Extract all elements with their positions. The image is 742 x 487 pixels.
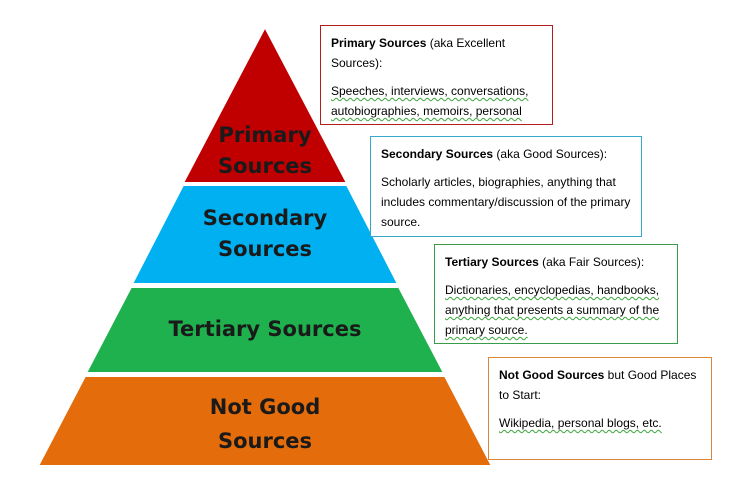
tertiary-label: Tertiary Sources [169,317,362,341]
primary-box-qualifier: (aka Excellent Sources): [331,36,506,70]
secondary-box-heading: Secondary Sources (aka Good Sources): [381,144,631,164]
notgood-box-body: Wikipedia, personal blogs, etc. [499,416,662,430]
secondary-label-line-1: Secondary [203,206,328,230]
notgood-box-heading: Not Good Sources but Good Places to Star… [499,365,701,405]
tertiary-sources-box: Tertiary Sources (aka Fair Sources): Dic… [434,244,678,344]
primary-label-line-1: Primary [218,123,311,147]
secondary-box-body: Scholarly articles, biographies, anythin… [381,175,631,229]
notgood-label-line-2: Sources [218,429,312,453]
tertiary-box-body: Dictionaries, encyclopedias, handbooks, … [445,283,660,337]
not-good-sources-box: Not Good Sources but Good Places to Star… [488,357,712,460]
primary-box-title: Primary Sources [331,36,427,50]
secondary-box-title: Secondary Sources [381,147,494,161]
notgood-label-line-1: Not Good [210,395,320,419]
tertiary-box-title: Tertiary Sources [445,255,539,269]
secondary-label-line-2: Sources [218,237,312,261]
primary-sources-box: Primary Sources (aka Excellent Sources):… [320,25,553,125]
pyramid-tier-primary [181,24,349,184]
pyramid-tier-secondary [130,184,400,285]
pyramid-tier-notgood [36,375,494,467]
secondary-sources-box: Secondary Sources (aka Good Sources): Sc… [370,136,642,237]
tertiary-box-heading: Tertiary Sources (aka Fair Sources): [445,252,667,272]
primary-box-heading: Primary Sources (aka Excellent Sources): [331,33,542,73]
notgood-box-title: Not Good Sources [499,368,605,382]
primary-label-line-2: Sources [218,154,312,178]
primary-box-body: Speeches, interviews, conversations, aut… [331,84,529,118]
pyramid-tier-tertiary [84,286,446,374]
tertiary-box-qualifier: (aka Fair Sources): [538,255,645,269]
secondary-box-qualifier: (aka Good Sources): [493,147,608,161]
notgood-box-qualifier: but Good Places to Start: [499,368,697,402]
